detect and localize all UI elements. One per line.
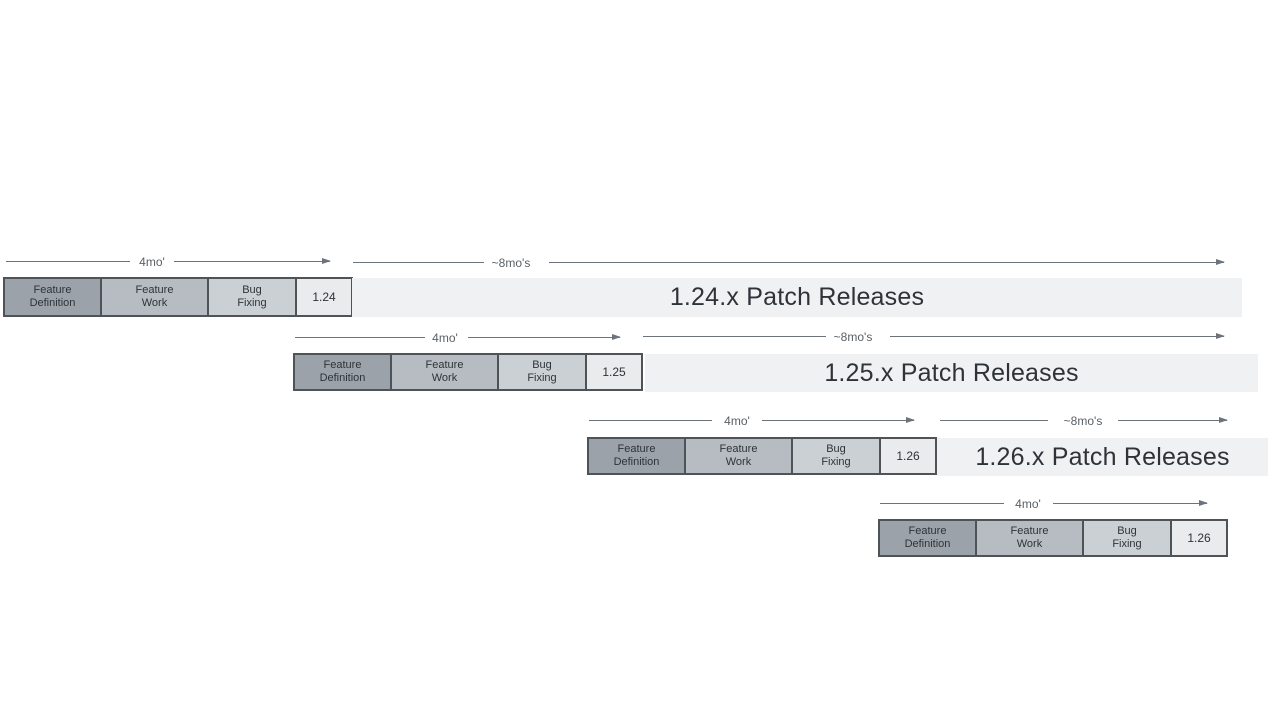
dev-duration-label: 4mo': [722, 414, 752, 428]
dev-cycle-row-next: Feature Definition Feature Work Bug Fixi…: [878, 519, 1228, 557]
version-box: 1.26: [879, 439, 935, 473]
patch-duration-label: ~8mo's: [831, 330, 875, 344]
arrow-line: [6, 261, 130, 262]
version-box: 1.25: [585, 355, 641, 389]
dev-duration-label: 4mo': [137, 255, 167, 269]
dev-cycle-row-1-24: Feature Definition Feature Work Bug Fixi…: [3, 277, 353, 317]
arrow-line-with-head: [890, 333, 1225, 339]
phase-box-feature-definition: Feature Definition: [880, 521, 975, 555]
arrow-line-with-head: [174, 258, 331, 264]
version-box: 1.24: [295, 279, 351, 315]
phase-box-feature-work: Feature Work: [390, 355, 497, 389]
dev-duration-label: 4mo': [1013, 497, 1043, 511]
patch-duration-label: ~8mo's: [1061, 414, 1105, 428]
phase-box-feature-definition: Feature Definition: [295, 355, 390, 389]
dev-cycle-row-1-26: Feature Definition Feature Work Bug Fixi…: [587, 437, 937, 475]
patch-release-bar-1-25: 1.25.x Patch Releases: [645, 354, 1258, 392]
version-box: 1.26: [1170, 521, 1226, 555]
phase-box-feature-work: Feature Work: [975, 521, 1082, 555]
patch-release-bar-1-26: 1.26.x Patch Releases: [937, 438, 1268, 476]
arrow-line: [589, 420, 712, 421]
arrow-line-with-head: [762, 417, 915, 423]
arrow-line: [353, 262, 484, 263]
arrow-line: [643, 336, 826, 337]
phase-box-feature-definition: Feature Definition: [5, 279, 100, 315]
patch-release-bar-1-24: 1.24.x Patch Releases: [352, 278, 1242, 317]
phase-box-bug-fixing: Bug Fixing: [791, 439, 879, 473]
arrow-line-with-head: [1053, 500, 1208, 506]
dev-cycle-row-1-25: Feature Definition Feature Work Bug Fixi…: [293, 353, 643, 391]
phase-box-feature-work: Feature Work: [100, 279, 207, 315]
arrow-line: [940, 420, 1048, 421]
phase-box-feature-work: Feature Work: [684, 439, 791, 473]
patch-duration-label: ~8mo's: [489, 256, 533, 270]
phase-box-feature-definition: Feature Definition: [589, 439, 684, 473]
dev-duration-label: 4mo': [430, 331, 460, 345]
phase-box-bug-fixing: Bug Fixing: [1082, 521, 1170, 555]
phase-box-bug-fixing: Bug Fixing: [497, 355, 585, 389]
arrow-line-with-head: [1118, 417, 1228, 423]
arrow-line-with-head: [549, 259, 1225, 265]
arrow-line-with-head: [468, 334, 621, 340]
arrow-line: [295, 337, 425, 338]
phase-box-bug-fixing: Bug Fixing: [207, 279, 295, 315]
arrow-line: [880, 503, 1004, 504]
